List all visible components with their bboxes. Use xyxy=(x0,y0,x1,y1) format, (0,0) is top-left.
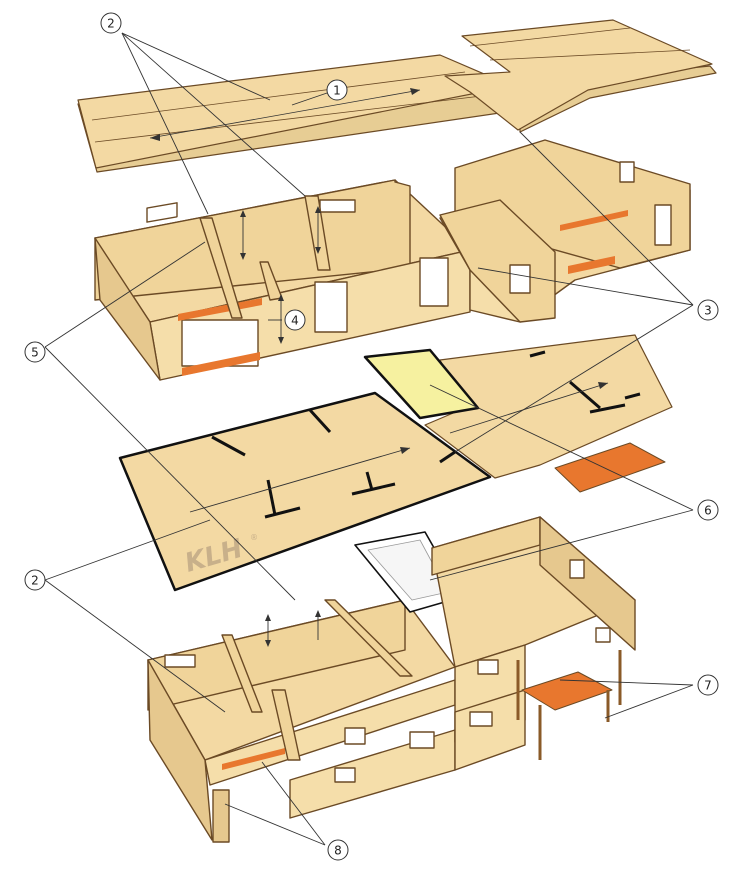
svg-text:3: 3 xyxy=(704,304,712,318)
roof-panels xyxy=(77,19,717,173)
ground-left-back-wall xyxy=(147,599,406,711)
callout-7: 7 xyxy=(697,674,719,696)
svg-text:1: 1 xyxy=(333,84,341,98)
leader-lines xyxy=(44,32,694,846)
callout-1: 1 xyxy=(326,79,348,101)
callout-2-top: 2 xyxy=(100,12,122,34)
ground-left-end-wall xyxy=(147,659,213,841)
ground-right-side-wall xyxy=(539,516,636,651)
callout-4: 4 xyxy=(284,309,306,331)
wall-slots xyxy=(211,350,641,519)
window-ground-8 xyxy=(595,627,611,643)
door-upper-3 xyxy=(419,257,449,307)
callout-2-bottom: 2 xyxy=(24,569,46,591)
upper-walls xyxy=(94,139,691,381)
ground-interior-wall-2 xyxy=(271,689,301,761)
ground-pillar-left xyxy=(212,789,230,843)
svg-text:6: 6 xyxy=(704,504,712,518)
ground-balcony xyxy=(521,671,613,711)
window-upper-1 xyxy=(146,202,178,223)
window-ground-5 xyxy=(569,559,585,579)
floor-span-arrow-1 xyxy=(189,447,411,513)
ground-building-block xyxy=(147,516,636,843)
window-ground-7 xyxy=(469,711,493,727)
lintel-upper-3 xyxy=(560,210,628,231)
callout-6: 6 xyxy=(697,499,719,521)
callout-bubbles: 1 2 3 4 5 6 2 7 xyxy=(24,12,719,861)
ground-interior-wall-1 xyxy=(221,634,263,713)
window-upper-4 xyxy=(619,161,635,183)
window-ground-1 xyxy=(164,654,196,668)
window-ground-4 xyxy=(409,731,435,749)
window-ground-2 xyxy=(344,727,366,745)
svg-text:7: 7 xyxy=(704,679,712,693)
ground-lintel-1 xyxy=(222,748,285,770)
lintel-upper-1 xyxy=(178,298,262,321)
window-upper-3 xyxy=(509,264,531,294)
door-upper-2 xyxy=(314,281,348,333)
door-upper-4 xyxy=(654,204,672,246)
ground-right-front-wall-lower xyxy=(454,689,526,771)
floor-span-arrow-2 xyxy=(449,382,609,434)
svg-text:2: 2 xyxy=(31,574,39,588)
floor-slab-main xyxy=(118,391,492,592)
svg-text:4: 4 xyxy=(291,314,299,328)
svg-text:2: 2 xyxy=(107,17,115,31)
interior-wall-2 xyxy=(304,195,331,271)
callout-8: 8 xyxy=(327,839,349,861)
interior-wall-1 xyxy=(199,217,243,319)
window-ground-3 xyxy=(334,767,356,783)
callout-3: 3 xyxy=(697,299,719,321)
upper-left-end-wall xyxy=(94,237,161,381)
callout-5: 5 xyxy=(24,341,46,363)
lintel-upper-2 xyxy=(182,352,260,376)
balcony-slab xyxy=(554,442,666,493)
window-ground-6 xyxy=(477,659,499,675)
svg-text:8: 8 xyxy=(334,844,342,858)
height-arrowheads xyxy=(240,206,321,647)
klh-logo-mark: ® xyxy=(250,533,258,542)
lintel-upper-4 xyxy=(568,256,615,274)
svg-text:5: 5 xyxy=(31,346,39,360)
ground-interior-wall-3 xyxy=(324,599,413,677)
floor-slab-layer: KLH ® xyxy=(118,334,673,592)
window-upper-2 xyxy=(319,199,356,213)
roof-span-arrow xyxy=(149,89,421,139)
